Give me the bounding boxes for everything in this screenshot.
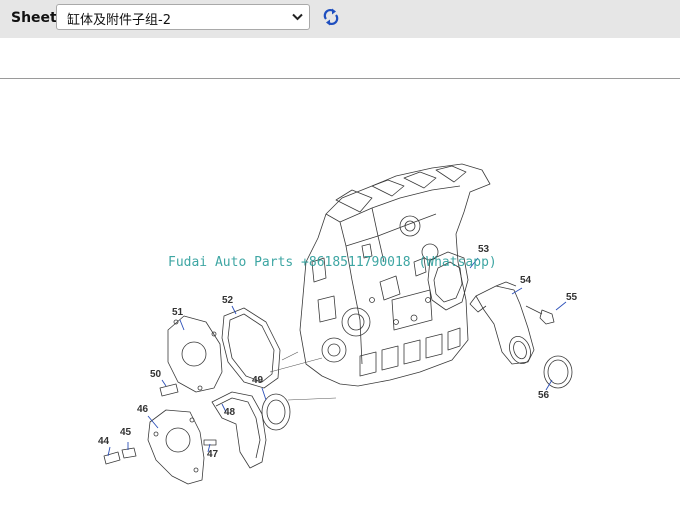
refresh-icon[interactable] [322, 7, 340, 27]
parts-diagram [103, 163, 573, 485]
toolbar: Sheet 缸体及附件子组-2 [0, 0, 680, 38]
callout-50[interactable]: 50 [150, 369, 162, 380]
sheet-select-value: 缸体及附件子组-2 [67, 13, 171, 28]
watermark: Fudai Auto Parts +8618511790018 (Whatsap… [168, 255, 497, 270]
callout-46[interactable]: 46 [137, 404, 149, 415]
callout-44[interactable]: 44 [98, 436, 110, 447]
callout-56[interactable]: 56 [538, 390, 550, 401]
pin-47 [203, 439, 217, 446]
callout-54[interactable]: 54 [520, 275, 532, 286]
callout-48[interactable]: 48 [224, 407, 236, 418]
callout-49[interactable]: 49 [252, 375, 264, 386]
divider [0, 78, 680, 79]
gasket-52 [221, 307, 281, 389]
callout-47[interactable]: 47 [207, 449, 219, 460]
cover-51 [167, 315, 223, 393]
housing-46 [147, 409, 205, 485]
dowel-45 [121, 447, 137, 459]
chevron-down-icon [292, 13, 303, 21]
engine-block [299, 163, 491, 387]
gasket-53 [427, 251, 469, 311]
sheet-label: Sheet [11, 10, 57, 26]
callout-52[interactable]: 52 [222, 295, 234, 306]
bolt-50 [159, 383, 179, 397]
seal-49 [261, 393, 291, 431]
callout-51[interactable]: 51 [172, 307, 184, 318]
callout-53[interactable]: 53 [478, 244, 490, 255]
gasket-48 [211, 391, 267, 469]
bolt-55 [525, 305, 555, 325]
bolt-44 [103, 451, 121, 465]
callout-45[interactable]: 45 [120, 427, 132, 438]
water-pipe [469, 281, 535, 365]
cap-56 [543, 355, 573, 389]
callout-55[interactable]: 55 [566, 292, 578, 303]
sheet-select[interactable]: 缸体及附件子组-2 [56, 4, 310, 30]
